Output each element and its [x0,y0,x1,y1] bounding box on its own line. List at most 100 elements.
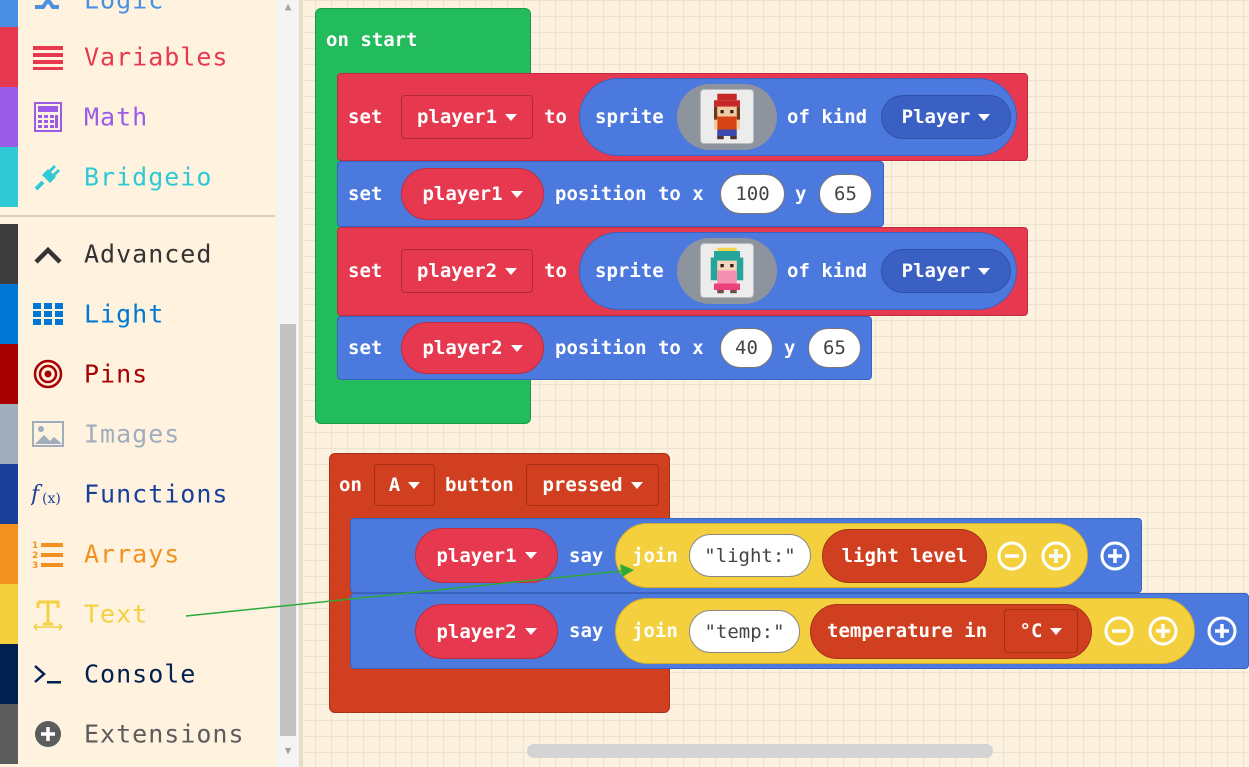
event-dropdown[interactable]: pressed [526,464,659,506]
category-label: Arrays [84,539,181,569]
category-stripe [0,584,18,644]
toolbox: Logic Variables Math Bridgeio Advanced [0,0,275,767]
chevron-down-icon [510,344,523,352]
plug-icon [31,160,65,194]
x-input[interactable]: 100 [720,174,785,214]
variable-dropdown[interactable]: player2 [401,322,544,374]
sprite-image-player2 [700,243,754,298]
kind-name: Player [901,106,971,128]
join-label: join [632,545,678,567]
plus-circle-icon[interactable] [1148,616,1178,646]
on-start-label: on start [326,29,418,51]
category-math[interactable]: Math [0,87,275,147]
svg-text:3: 3 [32,561,38,569]
category-label: Light [84,299,165,329]
of-kind-label: of kind [787,260,868,282]
category-label: Math [84,102,149,132]
category-label: Variables [84,42,229,72]
button-label: button [445,474,514,496]
variable-name: player1 [422,183,503,205]
chevron-up-icon [31,237,65,271]
category-label: Console [84,659,197,689]
category-bridgeio[interactable]: Bridgeio [0,147,275,207]
to-label: to [544,260,567,282]
scroll-up-icon[interactable]: ▲ [284,0,292,13]
button-name: A [388,474,401,496]
sprite-dropdown[interactable]: player2 [415,604,558,659]
unit-name: °C [1019,620,1043,642]
scroll-down-icon[interactable]: ▼ [284,744,292,757]
x-input[interactable]: 40 [720,328,773,368]
category-stripe [0,284,18,344]
horizontal-scrollbar[interactable] [527,744,993,758]
category-console[interactable]: Console [0,644,275,704]
light-level-block[interactable]: light level [822,529,987,583]
category-functions[interactable]: f(x) Functions [0,464,275,524]
set-label: set [348,106,383,128]
category-stripe [0,464,18,524]
set-label: set [348,337,383,359]
category-stripe [0,147,18,207]
category-variables[interactable]: Variables [0,27,275,87]
position-to-label: position to x [555,183,704,205]
variable-name: player2 [416,260,498,282]
minus-circle-icon[interactable] [997,541,1027,571]
chevron-down-icon [505,113,518,121]
of-kind-label: of kind [787,106,868,128]
category-advanced[interactable]: Advanced [0,224,275,284]
category-stripe [0,644,18,704]
category-label: Advanced [84,239,213,269]
plus-circle-icon[interactable] [1207,616,1237,646]
say-label: say [569,545,604,567]
svg-text:(x): (x) [42,491,61,507]
sprite-name: player2 [436,620,517,643]
unit-dropdown[interactable]: °C [1004,609,1078,653]
category-light[interactable]: Light [0,284,275,344]
image-icon [31,417,65,451]
category-images[interactable]: Images [0,404,275,464]
variable-dropdown[interactable]: player1 [401,168,544,220]
on-label: on [339,474,362,496]
kind-dropdown[interactable]: Player [881,95,1011,139]
chevron-down-icon [408,481,421,489]
category-logic[interactable]: Logic [0,0,275,30]
sprite-dropdown[interactable]: player1 [415,528,558,583]
toolbox-divider [0,215,275,217]
category-stripe [0,224,18,284]
variable-dropdown[interactable]: player2 [401,249,533,293]
scrollbar-thumb[interactable] [280,324,296,736]
category-text[interactable]: Text [0,584,275,644]
category-label: Extensions [84,719,245,749]
category-extensions[interactable]: Extensions [0,704,275,764]
chevron-down-icon [978,113,991,121]
set-label: set [348,260,383,282]
shuffle-icon [31,0,65,17]
y-input[interactable]: 65 [808,328,861,368]
variable-dropdown[interactable]: player1 [401,95,533,139]
kind-name: Player [901,260,971,282]
plus-circle-icon[interactable] [1041,541,1071,571]
category-stripe [0,87,18,147]
minus-circle-icon[interactable] [1104,616,1134,646]
toolbox-scrollbar[interactable]: ▲ ▼ [277,0,299,767]
text-input[interactable]: "light:" [689,534,811,577]
category-stripe [0,524,18,584]
category-stripe [0,704,18,764]
variable-name: player2 [422,337,503,359]
category-stripe [0,344,18,404]
grid-icon [31,297,65,331]
text-input[interactable]: "temp:" [689,610,800,653]
y-input[interactable]: 65 [819,174,872,214]
category-stripe [0,27,18,87]
target-icon [31,357,65,391]
set-label: set [348,183,383,205]
kind-dropdown[interactable]: Player [881,249,1011,293]
plus-circle-icon[interactable] [1100,541,1130,571]
category-label: Bridgeio [84,162,213,192]
chevron-down-icon [510,190,523,198]
y-label: y [795,183,807,205]
button-dropdown[interactable]: A [374,464,435,506]
category-pins[interactable]: Pins [0,344,275,404]
